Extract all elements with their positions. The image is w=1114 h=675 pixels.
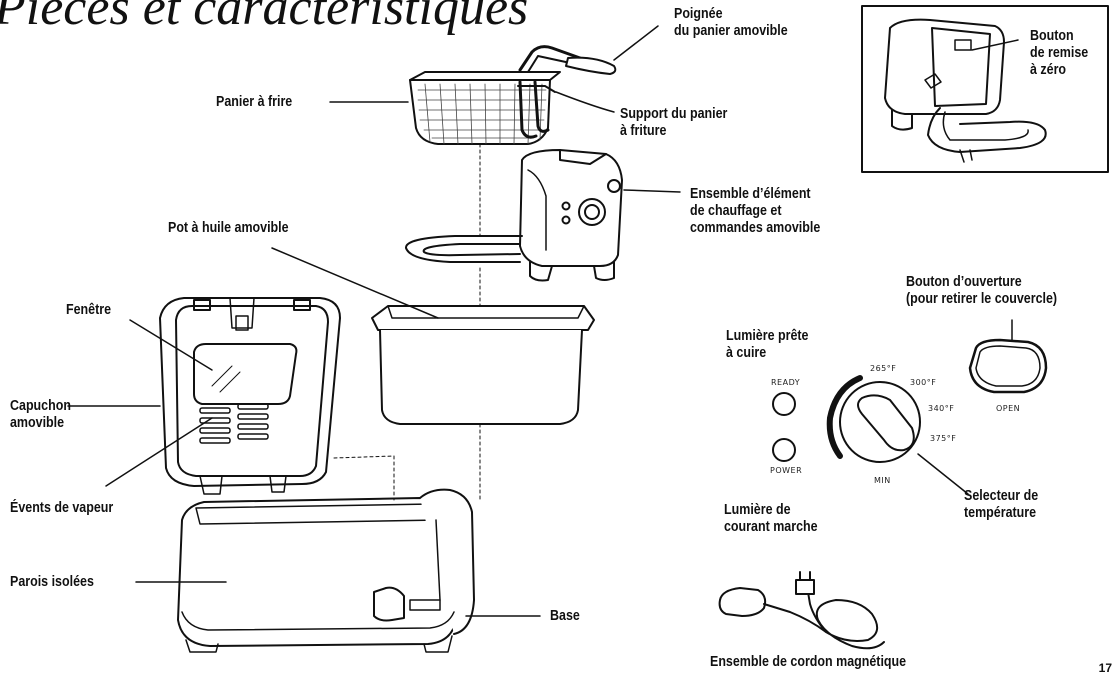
power-marking: POWER (770, 466, 803, 475)
label-window: Fenêtre (66, 302, 112, 318)
label-power-light: Lumière de courant marche (724, 502, 818, 535)
heating-element-assembly (405, 149, 623, 282)
power-light (772, 438, 796, 462)
lid (159, 297, 341, 495)
label-reset-button: Bouton de remise à zéro (1030, 28, 1089, 78)
label-temperature-selector: Selecteur de température (964, 488, 1039, 521)
dial-265: 265°F (870, 364, 897, 373)
control-panel (772, 338, 1048, 463)
dial-300: 300°F (910, 378, 937, 387)
base-housing (177, 488, 475, 653)
ready-light (772, 392, 796, 416)
dial-min: MIN (874, 476, 891, 485)
ready-marking: READY (771, 378, 801, 387)
basket-handle (518, 45, 617, 75)
label-oil-pot: Pot à huile amovible (168, 220, 289, 236)
oil-pot (371, 305, 595, 425)
page-title: Pièces et caractéristiques (0, 0, 529, 36)
dial-375: 375°F (930, 434, 957, 443)
magnetic-cord (718, 571, 885, 650)
assembly-guides (333, 143, 481, 501)
label-magnetic-cord: Ensemble de cordon magnétique (710, 654, 907, 670)
leader-lines (67, 25, 1019, 617)
label-steam-vents: Évents de vapeur (10, 500, 114, 516)
temperature-dial (839, 381, 921, 463)
label-lid: Capuchon amovible (10, 398, 71, 431)
inset-frame (861, 5, 1109, 173)
label-basket-handle: Poignée du panier amovible (674, 6, 788, 39)
inset-control-unit (884, 18, 1047, 163)
label-basket-support: Support du panier à friture (620, 106, 728, 139)
label-heating-element: Ensemble d’élément de chauffage et comma… (690, 186, 821, 236)
label-base: Base (550, 608, 580, 624)
dial-340: 340°F (928, 404, 955, 413)
label-lid-release-button: Bouton d’ouverture (pour retirer le couv… (906, 274, 1058, 307)
page-number: 17 (1098, 661, 1112, 675)
open-marking: OPEN (996, 404, 1021, 413)
label-frying-basket: Panier à frire (216, 94, 293, 110)
label-ready-light: Lumière prête à cuire (726, 328, 809, 361)
frying-basket (409, 71, 561, 145)
label-insulated-walls: Parois isolées (10, 574, 94, 590)
